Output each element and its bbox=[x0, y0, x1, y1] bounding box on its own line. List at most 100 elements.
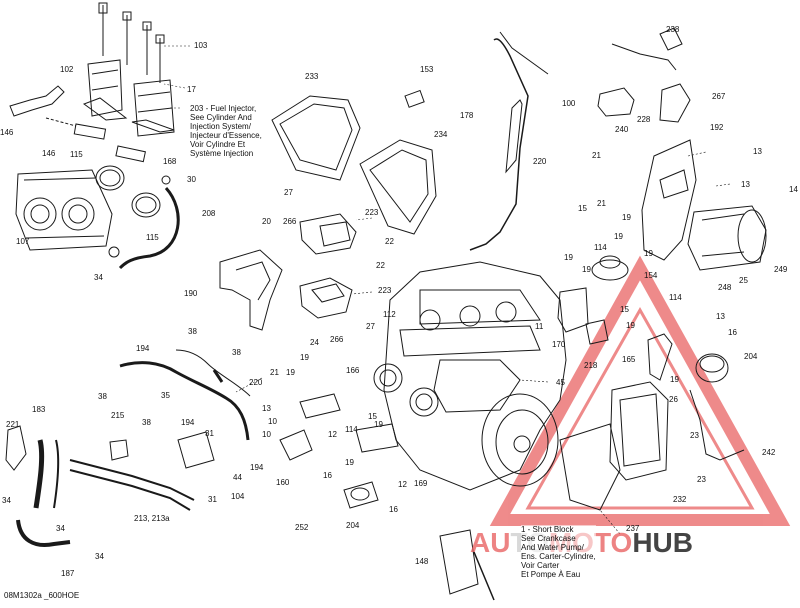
callout-31-a: 31 bbox=[205, 429, 214, 438]
callout-14: 14 bbox=[789, 185, 798, 194]
callout-215: 215 bbox=[111, 411, 125, 420]
support-bracket-190 bbox=[219, 249, 283, 331]
callout-100: 100 bbox=[562, 99, 576, 108]
callout-114-a: 114 bbox=[594, 243, 607, 252]
callout-233: 233 bbox=[305, 72, 319, 81]
callout-169: 169 bbox=[414, 479, 428, 488]
callout-170: 170 bbox=[552, 340, 566, 349]
callout-228: 228 bbox=[637, 115, 651, 124]
callout-190: 190 bbox=[184, 289, 198, 298]
callout-242: 242 bbox=[762, 448, 776, 457]
callout-178: 178 bbox=[460, 111, 474, 120]
callout-19-g: 19 bbox=[670, 375, 679, 384]
injector-note-line: Système Injection bbox=[190, 149, 254, 158]
callout-19-f: 19 bbox=[626, 321, 635, 330]
callout-249: 249 bbox=[774, 265, 788, 274]
callout-148: 148 bbox=[415, 557, 429, 566]
callout-213: 213, 213a bbox=[134, 514, 170, 523]
callout-220-b: 220 bbox=[249, 378, 263, 387]
watermark-hub: HUB bbox=[632, 527, 693, 558]
callout-252: 252 bbox=[295, 523, 309, 532]
short-block-note: 1 - Short Block See Crankcase And Water … bbox=[521, 525, 596, 579]
callout-183: 183 bbox=[32, 405, 46, 414]
callout-19-e: 19 bbox=[644, 249, 653, 258]
short-block-note-line: And Water Pump/ bbox=[521, 543, 584, 552]
callout-34-b: 34 bbox=[2, 496, 11, 505]
callout-146-a: 146 bbox=[0, 128, 14, 137]
short-block-note-line: 1 - Short Block bbox=[521, 525, 574, 534]
callout-12-b: 12 bbox=[398, 480, 407, 489]
callout-15-b: 15 bbox=[620, 305, 629, 314]
callout-187: 187 bbox=[61, 569, 75, 578]
callout-25: 25 bbox=[739, 276, 748, 285]
ignition-coils bbox=[82, 59, 175, 137]
watermark-au: AU bbox=[470, 527, 511, 558]
callout-19-a: 19 bbox=[622, 213, 631, 222]
callout-38-b: 38 bbox=[232, 348, 241, 357]
short-block-note-line: Et Pompe À Eau bbox=[521, 570, 581, 579]
callout-10-b: 10 bbox=[262, 430, 271, 439]
callout-223-a: 223 bbox=[365, 208, 379, 217]
callout-220-a: 220 bbox=[533, 157, 547, 166]
callout-38-c: 38 bbox=[98, 392, 107, 401]
ecu-assembly bbox=[559, 333, 745, 511]
air-intake-covers bbox=[271, 95, 437, 235]
callout-114-b: 114 bbox=[669, 293, 682, 302]
callout-11: 11 bbox=[535, 322, 544, 331]
callout-34-c: 34 bbox=[56, 524, 65, 533]
bracket-170 bbox=[557, 287, 589, 333]
callout-19-h: 19 bbox=[300, 353, 309, 362]
callout-13-a: 13 bbox=[753, 147, 762, 156]
callout-19-i: 19 bbox=[286, 368, 295, 377]
callout-223-b: 223 bbox=[378, 286, 392, 295]
callout-194-b: 194 bbox=[181, 418, 195, 427]
injector-bolts bbox=[98, 2, 165, 83]
callout-38-d: 38 bbox=[142, 418, 151, 427]
callout-204-a: 204 bbox=[744, 352, 758, 361]
callout-115-b: 115 bbox=[146, 233, 159, 242]
callout-30: 30 bbox=[187, 175, 196, 184]
callout-192: 192 bbox=[710, 123, 724, 132]
callout-21-b: 21 bbox=[597, 199, 606, 208]
callout-27-a: 27 bbox=[284, 188, 293, 197]
damper-204-right bbox=[695, 353, 729, 383]
callout-146-b: 146 bbox=[42, 149, 56, 158]
short-block-note-line: Ens. Carter-Cylindre, bbox=[521, 552, 596, 561]
callout-26: 26 bbox=[669, 395, 678, 404]
callout-10-a: 10 bbox=[268, 417, 277, 426]
injector-note-line: See Cylinder And bbox=[190, 113, 252, 122]
callout-16-a: 16 bbox=[728, 328, 737, 337]
throttle-body bbox=[15, 169, 113, 251]
callout-13-b: 13 bbox=[741, 180, 750, 189]
lower-left-hoses bbox=[5, 425, 215, 547]
oil-filter-148 bbox=[439, 529, 495, 601]
callout-266-b: 266 bbox=[330, 335, 344, 344]
injector-note-line: Voir Cylindre Et bbox=[190, 140, 246, 149]
bushing-153 bbox=[404, 89, 425, 108]
callout-218: 218 bbox=[584, 361, 598, 370]
callout-237: 237 bbox=[626, 524, 640, 533]
spark-plug-parts bbox=[9, 85, 146, 163]
callout-240: 240 bbox=[615, 125, 629, 134]
callout-102: 102 bbox=[60, 65, 74, 74]
callout-44: 44 bbox=[233, 473, 242, 482]
callout-34-a: 34 bbox=[94, 273, 103, 282]
callout-112: 112 bbox=[383, 310, 396, 319]
short-block-note-line: Voir Carter bbox=[521, 561, 560, 570]
callout-165: 165 bbox=[622, 355, 636, 364]
callout-22-a: 22 bbox=[385, 237, 394, 246]
coil-bracket-upper bbox=[299, 213, 357, 255]
callout-166: 166 bbox=[346, 366, 360, 375]
coil-bracket-lower bbox=[299, 277, 353, 319]
callout-153: 153 bbox=[420, 65, 434, 74]
pad-218 bbox=[585, 319, 609, 345]
callout-107: 107 bbox=[16, 237, 30, 246]
callout-23-a: 23 bbox=[690, 431, 699, 440]
callout-leaders bbox=[162, 45, 731, 535]
callout-221: 221 bbox=[6, 420, 20, 429]
callout-13-c: 13 bbox=[716, 312, 725, 321]
callout-16-b: 16 bbox=[323, 471, 332, 480]
callout-267: 267 bbox=[712, 92, 726, 101]
engine-block bbox=[373, 261, 567, 491]
callout-34-d: 34 bbox=[95, 552, 104, 561]
